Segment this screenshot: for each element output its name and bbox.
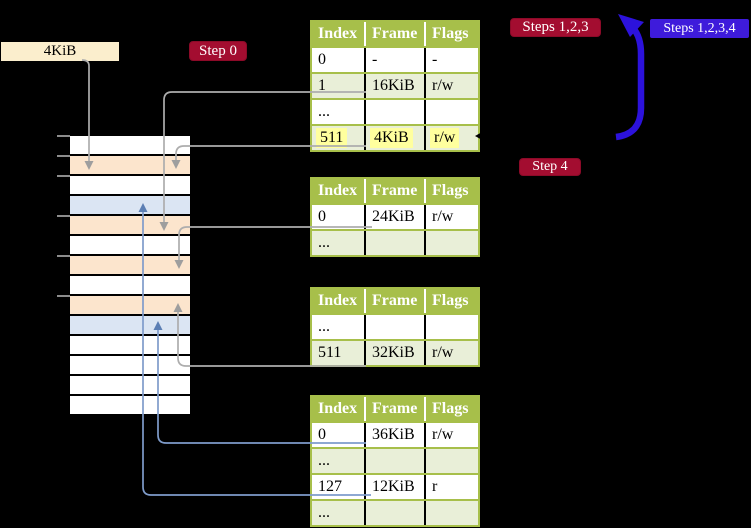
table-cell: 511: [312, 341, 366, 365]
frame-pointer-label: 4KiB: [1, 42, 119, 61]
memory-frame-row-empty: [70, 176, 190, 196]
steps-loop-arrowhead: [618, 14, 644, 37]
table-cell: [426, 100, 478, 124]
table-cell: ...: [312, 231, 366, 255]
header-cell-flags: Flags: [432, 25, 469, 42]
header-cell-index: Index: [312, 397, 366, 421]
table-row: 0--: [312, 46, 478, 72]
table-cell: -: [432, 51, 438, 68]
table-cell: 36KiB: [366, 423, 426, 447]
table-cell: [366, 100, 426, 124]
table-cell: 0: [312, 48, 366, 72]
table-cell: [426, 449, 478, 473]
address-tick: [57, 135, 70, 137]
table-cell: -: [366, 48, 426, 72]
memory-frame-row-empty: [70, 136, 190, 156]
table-cell: r/w: [432, 77, 454, 94]
table-row: ...: [312, 229, 478, 255]
table-cell: [366, 501, 426, 525]
step4-badge: Step 4: [519, 158, 581, 176]
header-cell-flags: Flags: [432, 292, 469, 309]
steps-loop-arrow: [615, 25, 645, 141]
table-cell: r/w: [432, 344, 454, 361]
header-cell-index: Index: [312, 22, 366, 46]
highlighted-value: r/w: [430, 128, 460, 148]
memory-frame-row-empty: [70, 336, 190, 356]
memory-frame-row-empty: [70, 276, 190, 296]
table-row: ...: [312, 313, 478, 339]
header-cell-index: Index: [312, 289, 366, 313]
table-cell: r/w: [426, 126, 478, 150]
header-cell-frame: Frame: [366, 22, 426, 46]
table-cell: 0: [312, 205, 366, 229]
table-cell: [366, 231, 426, 255]
table-cell: ...: [312, 449, 366, 473]
table-cell: r/w: [432, 208, 454, 225]
table-cell: ...: [312, 315, 366, 339]
header-cell-frame: Frame: [366, 397, 426, 421]
header-cell-frame: Frame: [366, 179, 426, 203]
address-tick: [57, 255, 70, 257]
header-cell-flags: Flags: [432, 182, 469, 199]
highlighted-value: 4KiB: [370, 128, 413, 148]
memory-frame-row-empty: [70, 236, 190, 256]
highlighted-value: 511: [316, 128, 348, 148]
memory-frame-row-empty: [70, 396, 190, 416]
physical-memory-column: [70, 136, 190, 416]
table-cell: 16KiB: [366, 74, 426, 98]
table-cell: [366, 449, 426, 473]
table-cell: 511: [312, 126, 366, 150]
memory-frame-row-empty: [70, 356, 190, 376]
table-cell: [366, 315, 426, 339]
table-cell: 0: [312, 423, 366, 447]
table-cell: 4KiB: [366, 126, 426, 150]
header-cell-frame: Frame: [366, 289, 426, 313]
steps-1234-badge: Steps 1,2,3,4: [650, 19, 749, 38]
table-row: ...: [312, 447, 478, 473]
table-row: ...: [312, 499, 478, 525]
table-cell: [426, 315, 478, 339]
address-tick: [57, 215, 70, 217]
table-cell: ...: [312, 100, 366, 124]
table-cell: r: [432, 478, 438, 495]
address-tick: [57, 175, 70, 177]
table-cell: [426, 231, 478, 255]
table-cell: r/w: [432, 426, 454, 443]
address-tick: [57, 295, 70, 297]
address-tick: [57, 155, 70, 157]
memory-frame-row-mapped: [70, 316, 190, 336]
table-cell: [426, 501, 478, 525]
memory-frame-row-page-table: [70, 216, 190, 236]
memory-frame-row-page-table: [70, 296, 190, 316]
table-cell: ...: [312, 501, 366, 525]
memory-frame-row-page-table: [70, 256, 190, 276]
table-cell: 32KiB: [366, 341, 426, 365]
table-row: ...: [312, 98, 478, 124]
memory-frame-row-page-table: [70, 156, 190, 176]
table-cell: 1: [312, 74, 366, 98]
memory-frame-row-empty: [70, 376, 190, 396]
table-cell: 12KiB: [366, 475, 426, 499]
header-cell-index: Index: [312, 179, 366, 203]
table-cell: 24KiB: [366, 205, 426, 229]
steps-123-badge: Steps 1,2,3: [510, 18, 601, 37]
header-cell-flags: Flags: [432, 400, 469, 417]
table-cell: 127: [312, 475, 366, 499]
table-row: 511 4KiB r/w: [312, 124, 478, 150]
memory-frame-row-mapped: [70, 196, 190, 216]
step0-badge: Step 0: [189, 41, 247, 61]
